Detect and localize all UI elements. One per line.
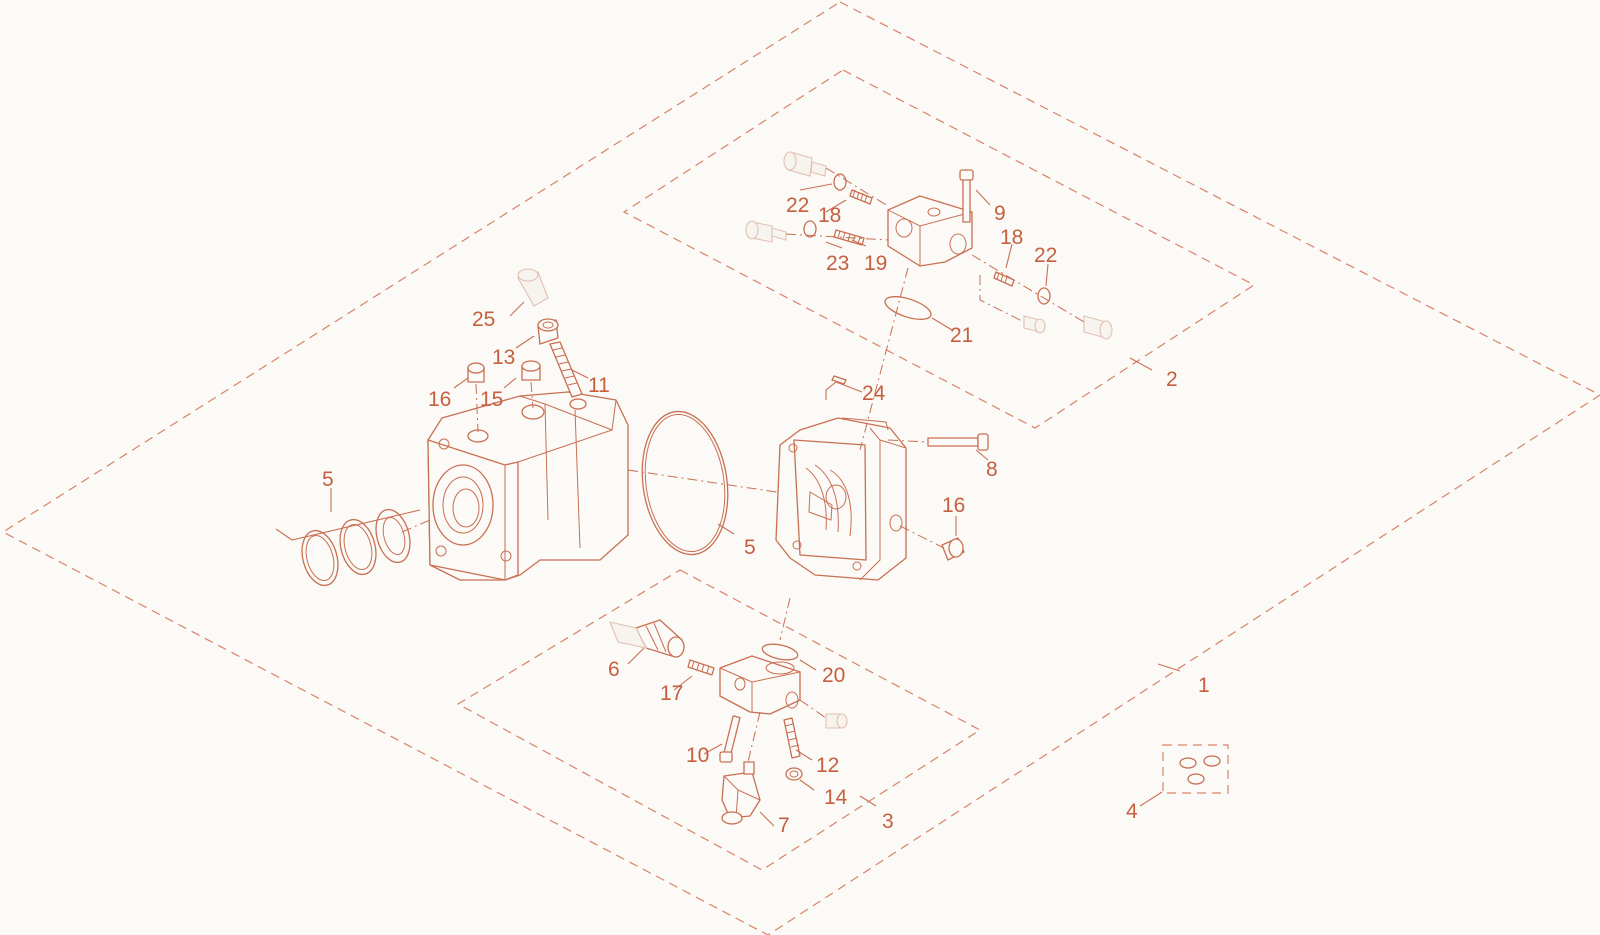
spring-11 xyxy=(549,341,583,398)
label-15: 15 xyxy=(480,388,503,411)
kit-4-boundary xyxy=(1162,744,1229,794)
seal-kit-4 xyxy=(1179,755,1221,785)
label-6: 6 xyxy=(608,658,620,681)
label-20: 20 xyxy=(822,664,845,687)
label-5-oring: 5 xyxy=(744,536,756,559)
plug-lower xyxy=(825,713,848,729)
nut-14 xyxy=(785,767,803,781)
label-5-rings: 5 xyxy=(322,468,334,491)
plug-16-top xyxy=(467,362,485,383)
label-11: 11 xyxy=(588,374,610,397)
o-ring-20 xyxy=(761,643,799,661)
label-18-right: 18 xyxy=(1000,226,1023,249)
label-19: 19 xyxy=(864,252,887,275)
label-4: 4 xyxy=(1126,800,1138,823)
label-18-left: 18 xyxy=(818,204,841,227)
bolt-10 xyxy=(719,715,741,763)
cartridge-6 xyxy=(609,619,685,658)
label-12: 12 xyxy=(816,754,839,777)
label-22-left: 22 xyxy=(786,194,809,217)
spring-17 xyxy=(687,659,715,676)
retaining-rings xyxy=(275,508,421,587)
part-number-labels: 1 2 3 4 5 5 6 7 8 9 10 11 12 13 14 15 16… xyxy=(322,194,1210,837)
o-ring-large xyxy=(641,410,729,556)
port-plate xyxy=(775,417,907,581)
label-9: 9 xyxy=(994,202,1006,225)
motor-housing xyxy=(427,391,629,581)
label-2: 2 xyxy=(1166,368,1178,391)
label-25: 25 xyxy=(472,308,495,331)
spring-12 xyxy=(783,717,801,759)
label-8: 8 xyxy=(986,458,998,481)
port-plugs-upper xyxy=(745,151,1113,340)
leader-lines xyxy=(330,183,1181,827)
label-3: 3 xyxy=(882,810,894,833)
label-14: 14 xyxy=(824,786,848,809)
plug-15 xyxy=(521,360,541,381)
solenoid-7 xyxy=(721,761,761,825)
valve-block-lower xyxy=(719,655,801,715)
group-2-boundary xyxy=(622,69,1256,429)
valve-block-upper xyxy=(887,195,973,267)
bolt-9 xyxy=(959,169,974,223)
label-16-right: 16 xyxy=(942,494,965,517)
plug-16-right xyxy=(941,537,965,561)
label-17: 17 xyxy=(660,682,683,705)
nut-13 xyxy=(537,318,559,345)
label-16-top: 16 xyxy=(428,388,451,411)
label-1: 1 xyxy=(1198,674,1210,697)
label-7: 7 xyxy=(778,814,790,837)
pin-24 xyxy=(831,375,847,385)
label-22-right: 22 xyxy=(1034,244,1057,267)
label-23: 23 xyxy=(826,252,849,275)
label-13: 13 xyxy=(492,346,515,369)
cap-25 xyxy=(517,268,549,307)
bolt-8 xyxy=(927,433,989,451)
label-10: 10 xyxy=(686,744,709,767)
o-ring-21 xyxy=(884,296,932,320)
group-3-boundary xyxy=(456,569,982,871)
label-21: 21 xyxy=(950,324,973,347)
label-24: 24 xyxy=(862,382,886,405)
